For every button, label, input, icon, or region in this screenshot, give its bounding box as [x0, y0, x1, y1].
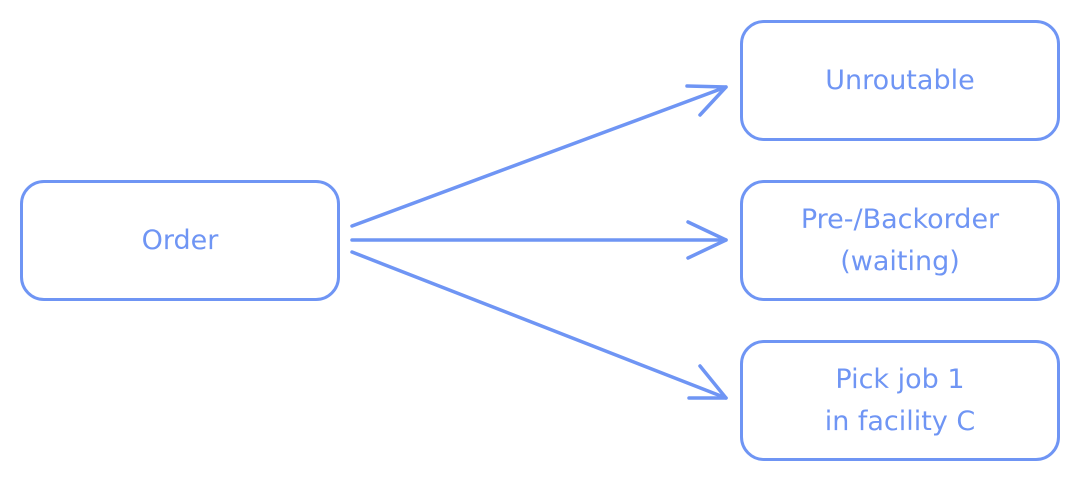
preorder-node: Pre-/Backorder (waiting) — [740, 180, 1060, 301]
edge-order-to-unroutable — [350, 85, 728, 228]
arrowhead-pickjob — [687, 364, 728, 400]
edge-order-to-pickjob — [350, 250, 728, 400]
arrowhead-unroutable — [685, 84, 728, 117]
unroutable-node: Unroutable — [740, 20, 1060, 141]
pickjob-node: Pick job 1 in facility C — [740, 340, 1060, 461]
pickjob-label: Pick job 1 in facility C — [824, 363, 976, 437]
arrowhead-preorder — [686, 220, 728, 260]
order-node: Order — [20, 180, 340, 301]
order-label: Order — [141, 224, 219, 256]
unroutable-label: Unroutable — [825, 64, 975, 96]
preorder-label: Pre-/Backorder (waiting) — [800, 203, 1000, 277]
